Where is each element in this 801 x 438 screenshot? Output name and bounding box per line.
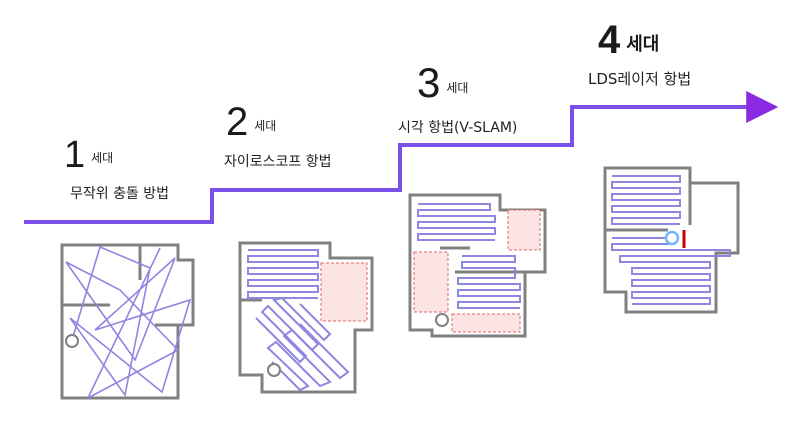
robot-icon <box>65 334 79 348</box>
robot-icon <box>435 313 449 327</box>
generation-4-method: LDS레이저 항법 <box>588 70 692 88</box>
generation-2-number: 2 <box>226 100 249 144</box>
generation-1-heading: 1 세대 <box>64 136 113 174</box>
generation-2-label: 세대 <box>254 119 277 133</box>
generation-1-number: 1 <box>64 134 86 176</box>
floor-plan-gen1 <box>60 243 195 400</box>
robot-icon <box>664 230 680 246</box>
generation-3-heading: 3 세대 <box>417 62 468 104</box>
robot-icon <box>267 363 281 377</box>
timeline-staircase <box>24 91 779 224</box>
generation-4-number: 4 <box>598 18 621 62</box>
floor-plan-gen3 <box>408 193 547 338</box>
generation-2-heading: 2 세대 <box>226 102 276 142</box>
generation-1-method: 무작위 충돌 방법 <box>70 186 170 202</box>
generation-1-label: 세대 <box>91 151 114 165</box>
floor-plan-gen2 <box>238 241 374 394</box>
floor-plan-gen4 <box>603 166 740 314</box>
generation-2-method: 자이로스코프 항법 <box>224 154 332 170</box>
generation-3-method: 시각 항법(V-SLAM) <box>398 120 518 136</box>
generation-4-label: 세대 <box>626 34 660 55</box>
generation-3-number: 3 <box>417 59 441 106</box>
generation-3-label: 세대 <box>446 81 469 95</box>
